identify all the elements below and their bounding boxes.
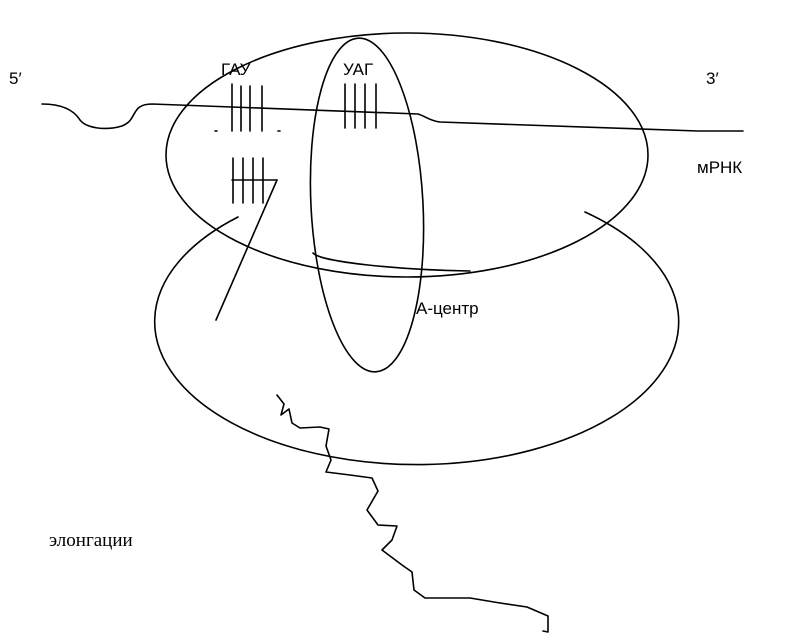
small-subunit	[165, 32, 649, 278]
large-subunit	[153, 211, 680, 466]
three-prime-label: 3′	[706, 69, 719, 88]
junction-line	[312, 252, 471, 272]
a-site-label: А-центр	[416, 299, 479, 318]
caption-label: элонгации	[49, 530, 133, 551]
codon-uag-ticks	[344, 83, 377, 129]
mrna-label: мРНК	[697, 158, 743, 177]
codon-gau-ticks	[214, 83, 281, 132]
a-site-ellipse	[309, 37, 425, 373]
five-prime-label: 5′	[9, 69, 22, 88]
codon-uag-label: УАГ	[343, 60, 374, 79]
trna-p-site	[215, 157, 278, 321]
mrna-strand	[41, 103, 744, 132]
polypeptide-chain	[276, 394, 549, 633]
codon-gau-label: ГАУ	[221, 60, 251, 79]
